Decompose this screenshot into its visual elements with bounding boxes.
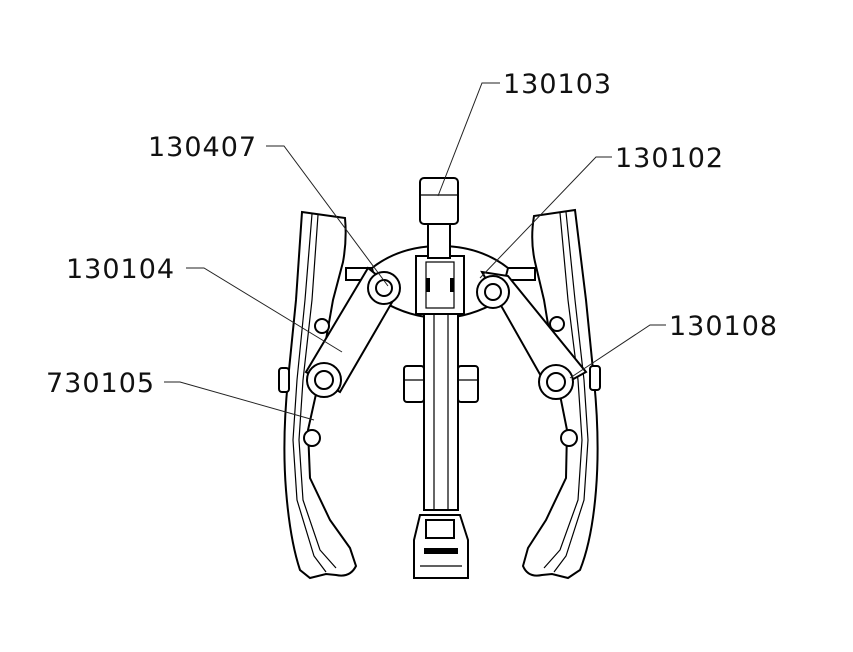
center-screw [403, 177, 479, 579]
left-jaw [278, 210, 358, 580]
callout-130108: 130108 [669, 311, 778, 342]
leader-130103 [437, 82, 500, 197]
leader-730105 [164, 381, 315, 421]
callout-730105: 730105 [46, 368, 155, 399]
left-link [304, 266, 401, 398]
leader-lines [164, 82, 666, 421]
callout-130103: 130103 [503, 69, 612, 100]
callout-130407: 130407 [148, 132, 257, 163]
leader-130108 [569, 324, 666, 379]
leader-130407 [266, 145, 389, 287]
leader-130104 [186, 267, 343, 353]
right-link [476, 270, 588, 400]
callout-130102: 130102 [615, 143, 724, 174]
leader-130102 [479, 156, 612, 279]
callout-labels: 130103 130407 130102 130104 130108 73010… [46, 69, 778, 399]
callout-130104: 130104 [66, 254, 175, 285]
